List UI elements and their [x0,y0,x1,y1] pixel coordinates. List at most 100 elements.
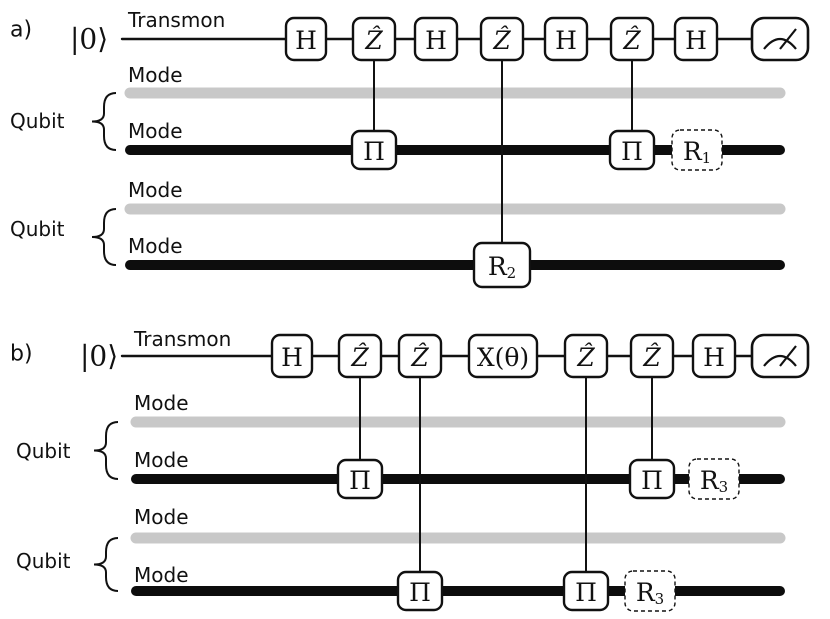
panel-a-mode-gate-box-1 [350,129,398,171]
panel-a-gate-4: Ẑ [492,26,511,55]
panel-a-mode-label-4: Mode [128,234,183,258]
panel-b-gate-box-4 [467,333,539,379]
panel-a-gate-5-text: H [555,26,577,55]
panel-b-gate-7: H [703,343,725,372]
panel-b-mode-gate-2: Π [641,466,663,495]
panel-b-gate-6: Ẑ [642,343,661,372]
panel-a-gate-1-text: H [295,26,317,55]
panel-b-mode-label-1: Mode [134,391,189,415]
panel-b-mode-label-3: Mode [134,505,189,529]
panel-a-mode-gate-1: Π [363,137,385,166]
panel-a-gate-6-text: Ẑ [622,26,641,55]
panel-b-gate-2-text: Ẑ [350,343,369,372]
panel-b-mode-gate-6-subscript: 3 [655,590,665,608]
panel-a-mode-label-3: Mode [128,178,183,202]
panel-b-mode-gate-box-1 [336,458,384,500]
panel-a-measurement-meter-icon-arc [763,37,797,50]
panel-a-gate-box-1 [284,16,328,62]
panel-a-measurement-meter-icon-needle [779,28,797,50]
panel-b-label: b) [10,342,33,367]
panel-b-mode-gate-5: Π [575,578,597,607]
panel-b-qubit-brace-1 [93,421,119,480]
panel-b-qubit-brace-2 [93,537,119,592]
panel-b-mode-label-4: Mode [134,563,189,587]
panel-b-mode-label-2: Mode [134,448,189,472]
panel-a-mode-label-1: Mode [128,63,183,87]
panel-b-gate-3-text: Ẑ [410,343,429,372]
panel-a-qubit-brace-2 [91,208,117,266]
panel-b-mode-gate-box-5 [562,570,610,612]
panel-b-mode-gate-2-text: Π [641,466,663,495]
panel-a-gate-1: H [295,26,317,55]
panel-a-label: a) [10,18,32,43]
panel-a-gate-2: Ẑ [364,26,383,55]
panel-b-gate-box-1 [270,333,314,379]
panel-a-mode-gate-3: R1 [683,137,711,168]
panel-b-mode-gate-1: Π [349,466,371,495]
panel-a-gate-3: H [425,26,447,55]
panel-b-mode-gate-1-text: Π [349,466,371,495]
panel-a-mode-gate-2-text: Π [621,137,643,166]
panel-b-mode-gate-4: Π [409,578,431,607]
panel-a-transmon-label: Transmon [127,8,225,32]
panel-a-gate-7: H [685,26,707,55]
panel-b-mode-gate-3-subscript: 3 [719,478,729,496]
panel-b-gate-4: X(θ) [477,343,529,372]
panel-b-mode-gate-4-text: Π [409,578,431,607]
panel-b-mode-gate-box-3 [688,458,740,500]
panel-b-gate-5-text: Ẑ [576,343,595,372]
panel-a-gate-7-text: H [685,26,707,55]
panel-b-qubit-label-2: Qubit [16,549,71,573]
panel-b-mode-gate-3: R3 [700,466,728,497]
panel-a-gate-box-7 [673,16,719,62]
panel-a-gate-4-text: Ẑ [492,26,511,55]
panel-b-gate-box-7 [691,333,737,379]
panel-b-gate-5: Ẑ [576,343,595,372]
panel-b-measurement-meter-icon-needle [779,345,797,367]
panel-b-gate-6-text: Ẑ [642,343,661,372]
panel-b-gate-1-text: H [281,343,303,372]
panel-b-gate-box-6 [629,333,675,379]
panel-a-gate-box-4 [479,16,525,62]
panel-b-transmon-label: Transmon [133,327,231,351]
panel-a-mode-label-2: Mode [128,119,183,143]
panel-a-mode-gate-3-text: R [683,137,703,166]
panel-a-mode-gate-4: R2 [488,252,516,283]
panel-b-mode-gate-box-4 [396,570,444,612]
panel-b-mode-gate-5-text: Π [575,578,597,607]
panel-b-gate-1: H [281,343,303,372]
panel-b-measurement-meter-icon-arc [763,354,797,367]
panel-a-gate-box-6 [609,16,655,62]
panel-b-qubit-label-1: Qubit [16,439,71,463]
panel-b-gate-7-text: H [703,343,725,372]
panel-a-qubit-brace-1 [91,92,117,151]
panel-a-gate-3-text: H [425,26,447,55]
panel-a-mode-gate-2: Π [621,137,643,166]
panel-b-mode-gate-box-6 [624,570,676,612]
panel-a-gate-box-2 [351,16,397,62]
panel-a-gate-box-5 [543,16,589,62]
panel-a-mode-gate-1-text: Π [363,137,385,166]
panel-a-gate-2-text: Ẑ [364,26,383,55]
panel-a-mode-gate-4-text: R [488,252,508,281]
panel-b-gate-2: Ẑ [350,343,369,372]
panel-b-gate-box-5 [563,333,609,379]
panel-a-gate-5: H [555,26,577,55]
panel-b-ket-zero: |0⟩ [80,340,118,373]
panel-a-ket-zero: |0⟩ [70,23,108,56]
panel-a-mode-gate-box-4 [472,241,532,289]
panel-b-gate-3: Ẑ [410,343,429,372]
panel-a-qubit-label-2: Qubit [10,217,65,241]
panel-a-mode-gate-box-2 [608,129,656,171]
panel-b-gate-4-text: X(θ) [477,343,529,372]
panel-b-mode-gate-3-text: R [700,466,720,495]
panel-a-mode-gate-box-3 [671,129,723,171]
panel-b-mode-gate-6: R3 [636,578,664,609]
panel-a-gate-box-3 [413,16,459,62]
panel-a-gate-6: Ẑ [622,26,641,55]
panel-b-mode-gate-box-2 [628,458,676,500]
panel-a-qubit-label-1: Qubit [10,109,65,133]
panel-b-mode-gate-6-text: R [636,578,656,607]
panel-b-gate-box-2 [337,333,383,379]
